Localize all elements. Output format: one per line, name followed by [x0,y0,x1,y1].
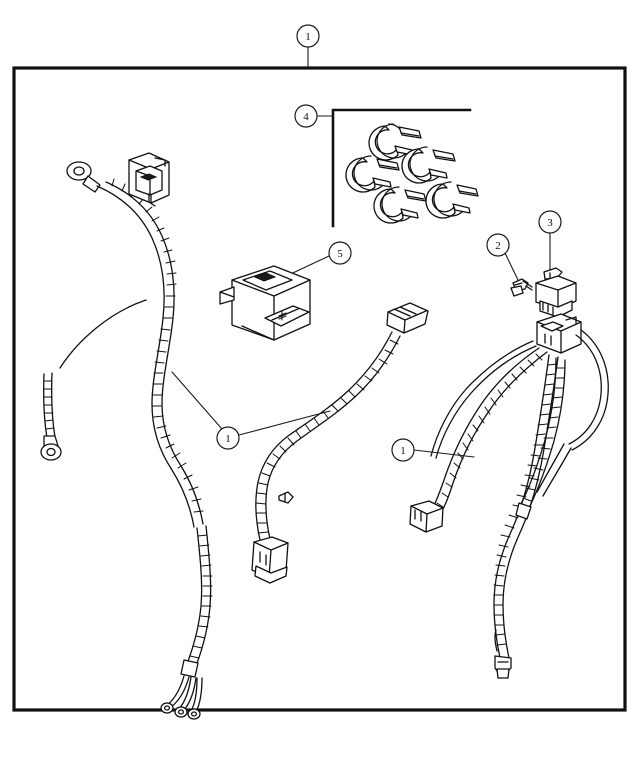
leader-left-1-a [171,371,223,430]
callout-right-1[interactable]: 1 [391,438,415,462]
callout-3[interactable]: 3 [538,210,562,234]
leader-left-1-b [238,410,331,436]
callout-top-1-circle[interactable] [296,24,320,48]
hose-clamp-2 [345,155,400,193]
relay [535,232,577,318]
callout-4[interactable]: 4 [294,104,318,128]
rocker-switch [219,255,330,341]
hose-clamp-3 [401,146,456,184]
clamp-group-bracket [331,108,472,228]
fuse-junction-block [128,152,170,207]
center-wiring-harness [251,302,429,584]
callout-left-1-circle[interactable] [216,426,240,450]
callout-5[interactable]: 5 [328,241,352,265]
hose-clamp-5 [425,181,479,219]
left-harness-braid [111,178,204,513]
callout-5-circle[interactable] [328,241,352,265]
callout-4-circle[interactable] [294,104,318,128]
leader-right-1 [413,449,475,458]
hose-clamp-set [345,123,479,224]
callout-right-1-circle[interactable] [391,438,415,462]
lower-callout-leaders [171,371,475,458]
diagram-frame [12,66,627,712]
left-wiring-harness [40,152,213,720]
callout-2-circle[interactable] [486,233,510,257]
leader-2 [504,252,520,283]
right-wiring-harness [409,313,609,679]
callout-2[interactable]: 2 [486,233,510,257]
callout-top-1[interactable]: 1 [296,24,320,48]
callout-3-circle[interactable] [538,210,562,234]
hose-clamp-4 [373,186,427,224]
callout-left-1[interactable]: 1 [216,426,240,450]
screw-fastener [504,252,533,297]
